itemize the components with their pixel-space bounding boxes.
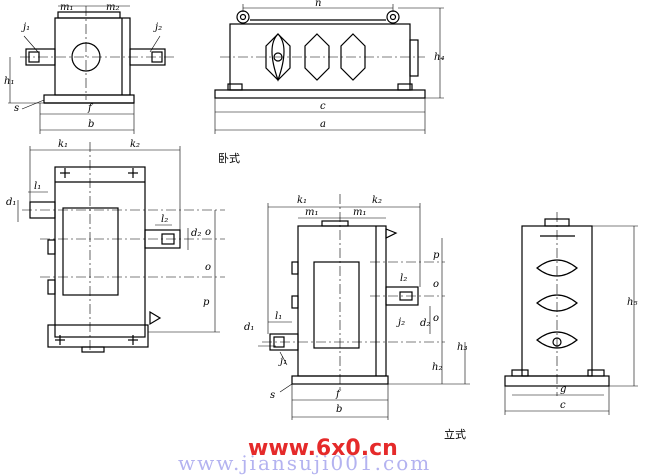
dim-f: f [87,103,94,114]
horizontal-side-view [8,5,175,134]
dim-m1-vert-b: m₁ [353,207,367,218]
dim-h4: h₄ [434,52,444,63]
dim-d1-vert: d₁ [244,322,254,333]
dim-p-side: p [203,297,210,308]
dim-l1-side: l₁ [34,181,41,192]
dim-h3-vert: h₃ [457,342,467,353]
dim-s-vert: s [270,390,275,401]
dim-j2: j₂ [153,22,162,33]
dim-o1-vert: o [433,279,439,290]
label-vertical: 立式 [444,427,466,441]
watermark-site: www.6x0.cn [248,436,398,461]
dim-l2-vert: l₂ [400,273,407,284]
dim-k1-vert: k₁ [297,195,307,206]
dim-f-vert: f [335,389,342,400]
dim-j2-vert: j₂ [396,317,405,328]
dim-p-vert: p [433,250,440,261]
dim-a: a [320,119,326,130]
dim-c-vert: c [560,400,566,411]
dim-o1-side: o [205,227,211,238]
dim-h1: h₁ [4,76,14,87]
dim-d2-side: d₂ [191,228,201,239]
vertical-front-view [504,212,638,415]
horizontal-left-view [17,142,225,353]
dim-l1-vert: l₁ [275,311,282,322]
dim-k1-side: k₁ [58,139,68,150]
dim-j1: j₁ [21,22,30,33]
dim-h2-vert: h₂ [432,362,442,373]
dim-l2-side: l₂ [161,214,168,225]
dim-m2: m₂ [106,2,120,13]
watermark-domain: www.jiansuji001.com [178,451,431,475]
dim-o2-side: o [205,262,211,273]
dim-d1-side: d₁ [6,197,16,208]
dim-d2-vert: d₂ [420,318,430,329]
dim-n: n [315,0,321,9]
dim-c: c [320,101,326,112]
horizontal-front-view [214,4,444,134]
dim-k2-vert: k₂ [372,195,382,206]
dim-k2-side: k₂ [130,139,140,150]
dim-h5: h₅ [627,297,637,308]
vertical-side-view [258,194,470,420]
dim-s: s [14,103,19,114]
dim-b: b [88,119,94,130]
dim-g: g [560,384,566,395]
dim-j1-vert: j₁ [278,356,287,367]
dim-o2-vert: o [433,313,439,324]
dim-b-vert: b [336,404,342,415]
watermark: www.6x0.cn www.jiansuji001.com [178,436,431,475]
label-horizontal: 卧式 [218,152,240,165]
dim-m1-vert-a: m₁ [305,207,319,218]
dim-m1: m₁ [60,2,74,13]
